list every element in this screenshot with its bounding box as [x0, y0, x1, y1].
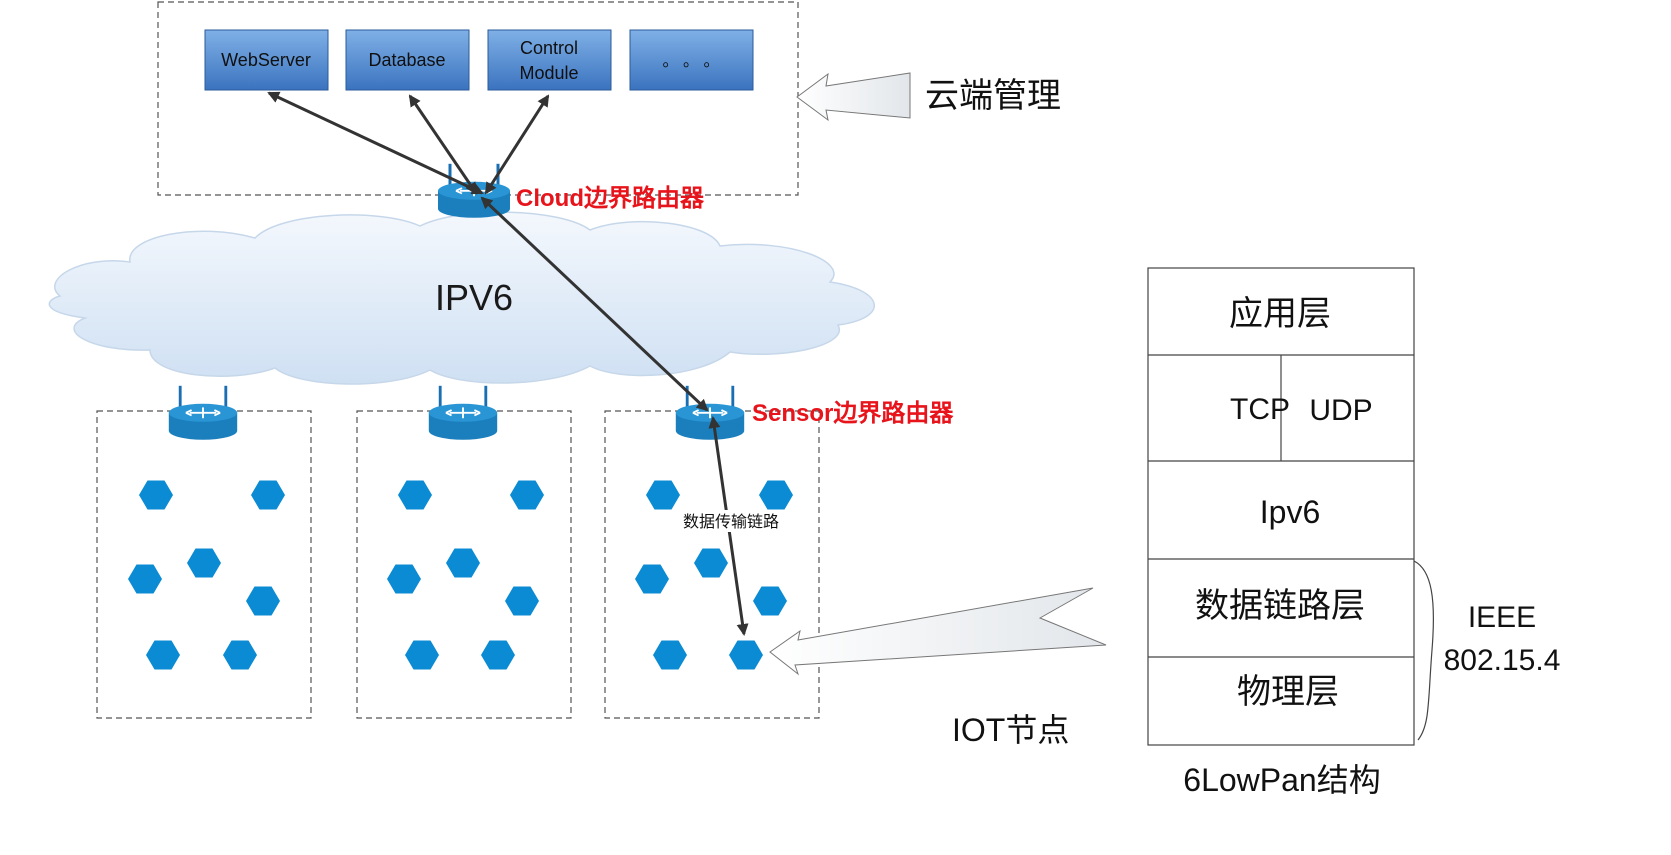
module-database-label: Database [368, 50, 445, 70]
sensor-router-label: Sensor边界路由器 [752, 399, 954, 427]
link-label-bg [676, 510, 786, 532]
data-link-label: 数据传输链路 [683, 513, 779, 531]
iot-node-icon [635, 564, 669, 594]
iot-node-icon [646, 480, 680, 510]
sensor-router-icon-1 [167, 384, 239, 442]
stack-layer-physical: 物理层 [1237, 673, 1339, 711]
iot-node-icon [139, 480, 173, 510]
iot-node-icon [759, 480, 793, 510]
protocol-stack: 应用层 TCP UDP Ipv6 数据链路层 物理层 [1147, 267, 1415, 746]
iot-node-icon [387, 564, 421, 594]
iot-node-icon [753, 586, 787, 616]
sensor-router-icon-2 [427, 384, 499, 442]
iot-node-icon [246, 586, 280, 616]
iot-node-icon [505, 586, 539, 616]
iot-nodes-group-2 [387, 480, 544, 670]
module-webserver-label: WebServer [221, 50, 311, 70]
ieee-label-line1: IEEE [1468, 601, 1536, 634]
iot-node-icon [398, 480, 432, 510]
link-router-database [408, 94, 478, 195]
iot-node-icon [223, 640, 257, 670]
iot-node-icon [510, 480, 544, 510]
iot-node-icon [187, 548, 221, 578]
iot-node-callout-arrow [769, 587, 1107, 676]
iot-node-icon [653, 640, 687, 670]
module-control-label-line2: Module [519, 63, 578, 83]
ieee-brace [1413, 560, 1434, 741]
stack-layer-tcp: TCP [1230, 393, 1290, 426]
iot-nodes-group-1 [128, 480, 285, 670]
link-cloud-sensor-router [480, 196, 709, 412]
iot-node-icon [251, 480, 285, 510]
ipv6-network-label: IPV6 [435, 277, 513, 318]
module-more: 。 。 。 [629, 29, 754, 91]
module-control-label-line1: Control [520, 38, 578, 58]
sensor-router-icon-3 [674, 384, 746, 442]
iot-node-icon [405, 640, 439, 670]
link-router-webserver [267, 91, 484, 195]
iot-node-icon [729, 640, 763, 670]
cloud-router-label: Cloud边界路由器 [516, 184, 705, 212]
iot-node-icon [128, 564, 162, 594]
cloud-management-callout-arrow [796, 72, 911, 122]
iot-node-icon [694, 548, 728, 578]
iot-node-icon [481, 640, 515, 670]
stack-layer-datalink: 数据链路层 [1195, 587, 1365, 625]
stack-layer-udp: UDP [1309, 394, 1372, 427]
iot-node-icon [146, 640, 180, 670]
iot-node-icon [446, 548, 480, 578]
link-router-control [484, 94, 550, 195]
module-database: Database [345, 29, 470, 91]
stack-layer-ipv6: Ipv6 [1260, 494, 1320, 530]
module-webserver: WebServer [204, 29, 329, 91]
iot-node-label: IOT节点 [952, 712, 1069, 748]
cloud-management-label: 云端管理 [925, 77, 1061, 115]
stack-layer-application: 应用层 [1229, 295, 1331, 333]
stack-caption: 6LowPan结构 [1183, 762, 1380, 798]
ieee-label-line2: 802.15.4 [1444, 644, 1561, 677]
module-more-label: 。 。 。 [663, 53, 720, 70]
iot-nodes-group-3 [635, 480, 793, 670]
module-control: Control Module [487, 29, 612, 91]
